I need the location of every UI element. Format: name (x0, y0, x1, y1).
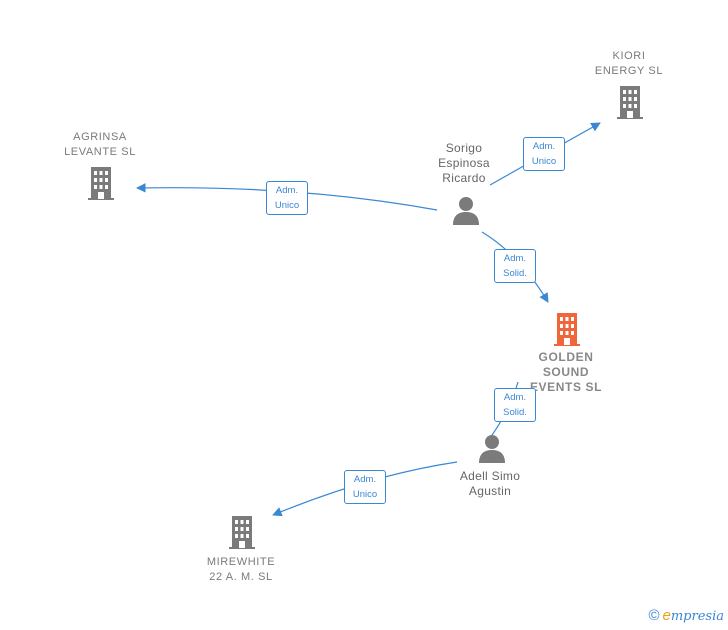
building-icon (554, 313, 580, 346)
node-label-agrinsa: AGRINSA LEVANTE SL (64, 131, 136, 158)
building-icon (229, 516, 255, 549)
person-icon (453, 197, 479, 225)
empresia-brand[interactable]: ©empresia (648, 607, 724, 624)
edge-label-adell-golden[interactable]: Adm. Solid. (494, 388, 536, 422)
edge-label-sorigo-kiori[interactable]: Adm. Unico (523, 137, 565, 171)
node-label-adell: Adell Simo Agustin (459, 469, 521, 498)
building-icon (617, 86, 643, 119)
node-label-golden: GOLDEN SOUND EVENTS SL (529, 350, 603, 394)
edge-label-adell-mirewhite[interactable]: Adm. Unico (344, 470, 386, 504)
brand-name: mpresia (670, 609, 724, 624)
edge-label-sorigo-agrinsa[interactable]: Adm. Unico (266, 181, 308, 215)
building-icon (88, 167, 114, 200)
person-icon (479, 435, 505, 463)
edge-label-sorigo-golden[interactable]: Adm. Solid. (494, 249, 536, 283)
brand-initial: e (662, 607, 671, 624)
node-label-sorigo: Sorigo Espinosa Ricardo (438, 141, 490, 185)
node-label-kiori: KIORI ENERGY SL (594, 50, 664, 77)
copyright-icon: © (648, 607, 660, 624)
node-label-mirewhite: MIREWHITE 22 A. M. SL (206, 556, 276, 583)
